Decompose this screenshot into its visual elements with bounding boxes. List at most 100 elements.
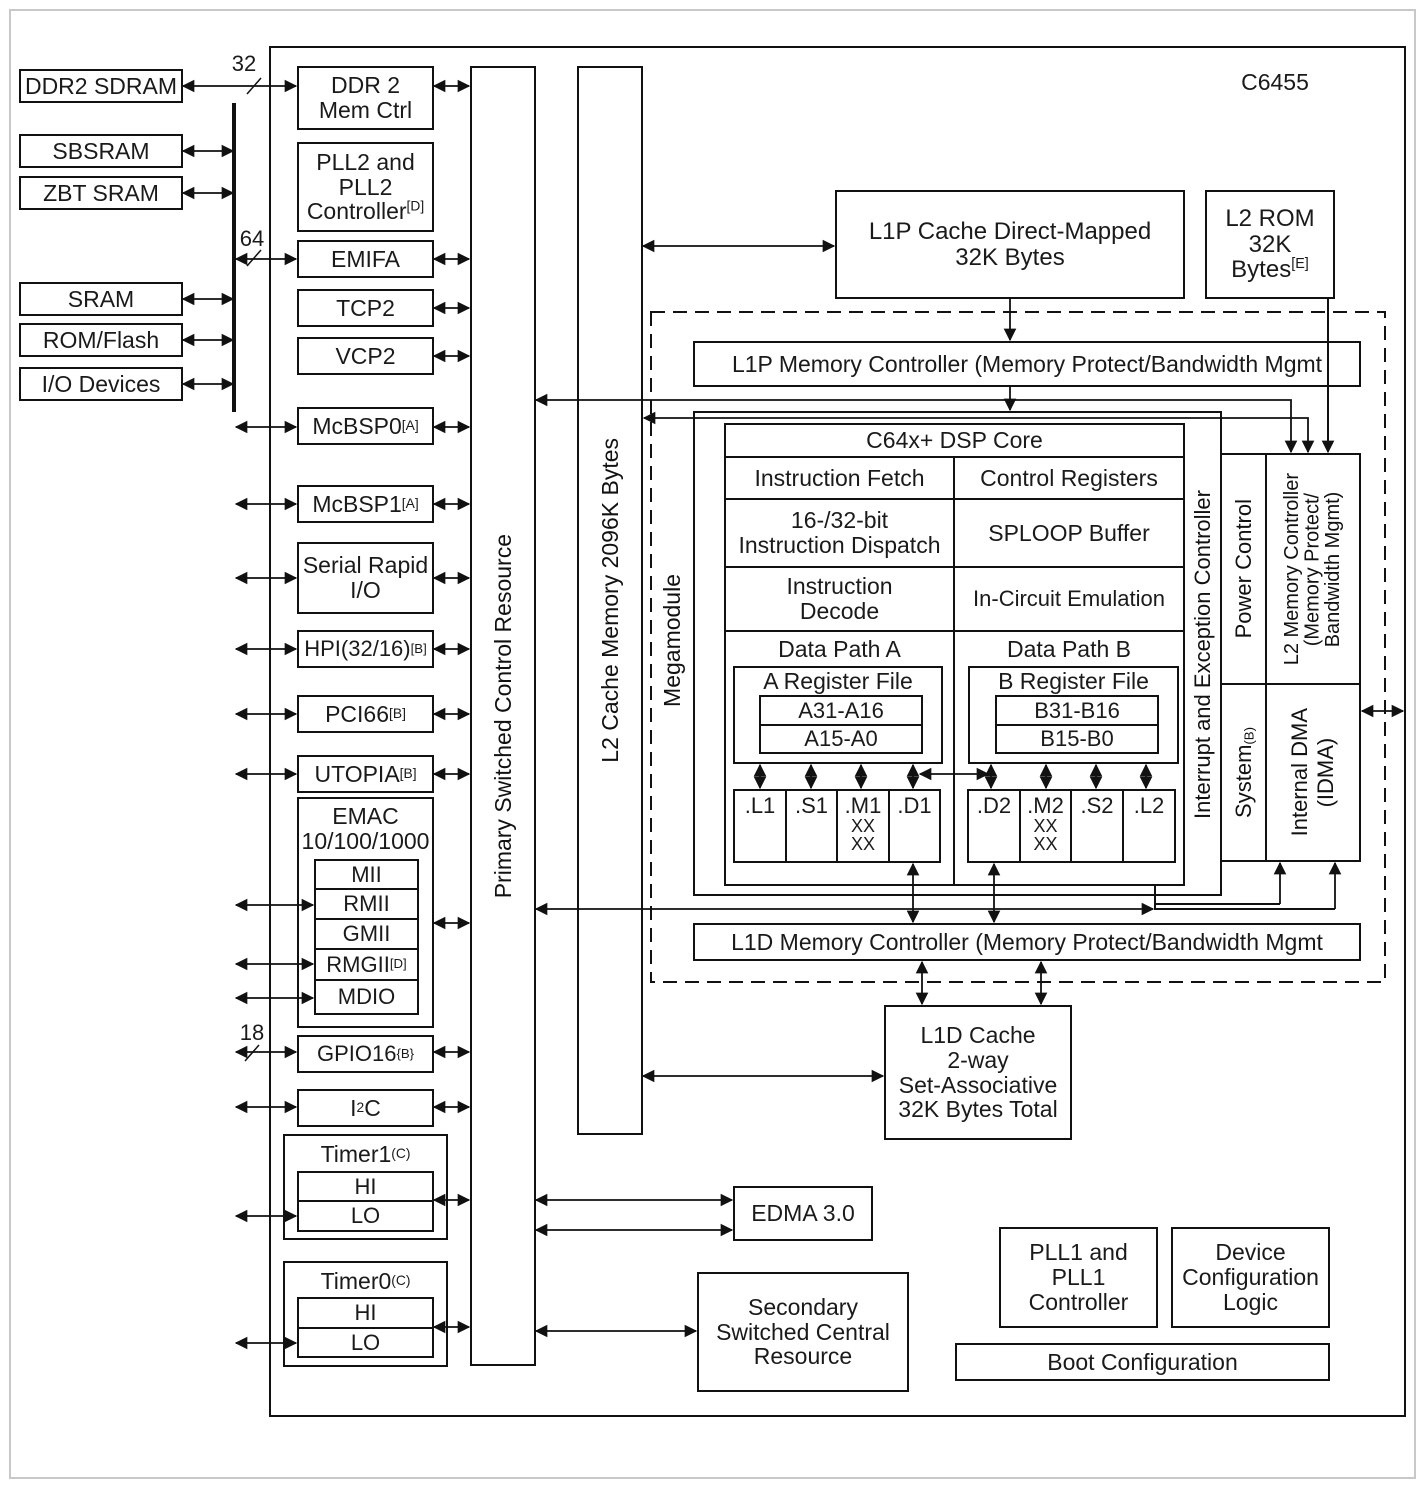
instr-fetch-label: Instruction Fetch <box>754 464 925 491</box>
core-title: C64x+ DSP Core <box>866 427 1043 454</box>
power-label: Power Control <box>1230 499 1256 639</box>
i2c-text-b: C <box>364 1094 381 1121</box>
gpio-note: {B} <box>396 1045 415 1061</box>
device-name: C6455 <box>1241 68 1309 95</box>
system-text: System <box>1230 744 1256 818</box>
primary-switch-box <box>470 66 536 1366</box>
i2c-text-a: I <box>350 1094 357 1121</box>
utopia-text: UTOPIA <box>314 760 400 787</box>
ddr2-ctrl-label: DDR 2 Mem Ctrl <box>318 72 413 123</box>
mii-label: MII <box>351 861 382 887</box>
unit-m2-xx-a: XX <box>1033 816 1058 837</box>
hpi-note: [B] <box>410 640 427 656</box>
path-a-label: Data Path A <box>778 635 901 662</box>
unit-m2: .M2 <box>1027 793 1064 819</box>
mdio-label: MDIO <box>337 984 396 1010</box>
interrupt-label: Interrupt and Exception Controller <box>1189 490 1215 819</box>
io-devices-label: I/O Devices <box>41 370 161 397</box>
a-regfile-box <box>733 666 943 764</box>
primary-switch-wrap: Primary Switched Control Resource <box>471 67 535 1365</box>
timer1-label: Timer1(C) <box>284 1137 447 1171</box>
l2-rom-line1: L2 ROM <box>1225 204 1315 232</box>
l1p-ctrl-box <box>693 341 1361 387</box>
timer1-hi: HI <box>354 1173 377 1199</box>
mcbsp0-label: McBSP0[A] <box>298 408 433 444</box>
edma-box <box>733 1186 873 1241</box>
edma-label: EDMA 3.0 <box>751 1200 855 1227</box>
pll1-box <box>999 1227 1158 1328</box>
l2-cache-box <box>577 66 643 1135</box>
pll2-box <box>297 142 434 232</box>
mcbsp1-label: McBSP1[A] <box>298 486 433 522</box>
pll2-label: PLL2 and PLL2 Controller[D] <box>298 143 433 231</box>
unit-s1: .S1 <box>794 793 829 819</box>
decode-label: Instruction Decode <box>786 573 893 624</box>
mcbsp1-note: [A] <box>401 495 419 511</box>
utopia-note: [B] <box>399 765 417 781</box>
l2-rom-line3: Bytes <box>1231 256 1292 284</box>
hpi-label: HPI(32/16)[B] <box>298 631 433 667</box>
timer0-label: Timer0(C) <box>284 1264 447 1298</box>
system-label: System(B) <box>1231 727 1257 818</box>
timer1-lo: LO <box>350 1203 381 1229</box>
rom-flash-label: ROM/Flash <box>42 326 160 353</box>
pci66-label: PCI66[B] <box>298 696 433 732</box>
chip-boundary <box>269 46 1406 1417</box>
primary-switch-label: Primary Switched Control Resource <box>489 533 516 899</box>
l2-rom-box <box>1205 190 1335 299</box>
megamodule-boundary <box>650 311 1386 983</box>
l2-cache-label: L2 Cache Memory 2096K Bytes <box>596 438 623 763</box>
sbsram-label: SBSRAM <box>52 137 150 164</box>
timer0-hi: HI <box>354 1300 377 1326</box>
sploop-label: SPLOOP Buffer <box>988 519 1150 546</box>
gpio-text: GPIO16 <box>316 1041 397 1067</box>
utopia-label: UTOPIA[B] <box>298 756 433 792</box>
b-regfile-label: B Register File <box>998 668 1149 695</box>
bus-width-18: 18 <box>239 1020 265 1046</box>
unit-m1-xx-a: XX <box>850 816 875 837</box>
l2-rom-label: L2 ROM 32K Bytes[E] <box>1206 191 1334 298</box>
unit-m2-xx-b: XX <box>1033 834 1058 855</box>
i2c-sup: 2 <box>356 1099 365 1115</box>
unit-l1: .L1 <box>744 793 776 819</box>
timer0-text: Timer0 <box>320 1267 392 1294</box>
timer1-box <box>283 1134 448 1240</box>
timer0-lo: LO <box>350 1329 381 1355</box>
emifa-label: EMIFA <box>330 245 400 272</box>
unit-d2: .D2 <box>976 793 1012 819</box>
l2-rom-line2: 32K <box>1248 230 1292 258</box>
emac-title: EMAC 10/100/1000 <box>301 803 430 854</box>
ctrl-regs-label: Control Registers <box>980 464 1158 491</box>
gmii-label: GMII <box>342 921 391 947</box>
l1d-cache-label: L1D Cache 2-way Set-Associative 32K Byte… <box>898 1021 1058 1123</box>
hpi-text: HPI(32/16) <box>304 636 411 662</box>
gpio-label: GPIO16{B} <box>298 1036 433 1072</box>
interrupt-wrap: Interrupt and Exception Controller <box>1184 424 1221 885</box>
l2-mem-ctrl-label: L2 Memory Controller (Memory Protect/ Ba… <box>1281 472 1345 666</box>
secondary-switch-label: Secondary Switched Central Resource <box>716 1293 890 1370</box>
vcp2-label: VCP2 <box>335 342 396 369</box>
pll2-line1: PLL2 and <box>316 148 415 175</box>
ddr2-sdram-label: DDR2 SDRAM <box>24 72 178 99</box>
bus-width-64: 64 <box>239 226 265 252</box>
l1p-ctrl-label: L1P Memory Controller (Memory Protect/Ba… <box>731 350 1323 377</box>
pll1-label: PLL1 and PLL1 Controller <box>1028 1239 1129 1315</box>
emac-sub-box <box>314 859 419 1015</box>
pci66-text: PCI66 <box>325 700 390 727</box>
mcbsp1-text: McBSP1 <box>312 490 402 517</box>
unit-s2: .S2 <box>1080 793 1114 819</box>
unit-m1: .M1 <box>844 793 882 819</box>
secondary-switch-box <box>697 1272 909 1392</box>
rmgii-note: [D] <box>389 956 407 972</box>
ice-label: In-Circuit Emulation <box>973 586 1165 612</box>
dispatch-label: 16-/32-bit Instruction Dispatch <box>738 507 941 558</box>
l1d-cache-box <box>884 1005 1072 1140</box>
emac-box <box>297 797 434 1028</box>
mcbsp0-note: [A] <box>401 417 419 433</box>
timer0-note: (C) <box>391 1272 411 1288</box>
l2-mem-ctrl-wrap: L2 Memory Controller (Memory Protect/ Ba… <box>1266 454 1360 684</box>
dev-config-box <box>1171 1227 1330 1328</box>
timer0-box <box>283 1261 448 1367</box>
idma-wrap: Internal DMA (IDMA) <box>1266 684 1360 861</box>
